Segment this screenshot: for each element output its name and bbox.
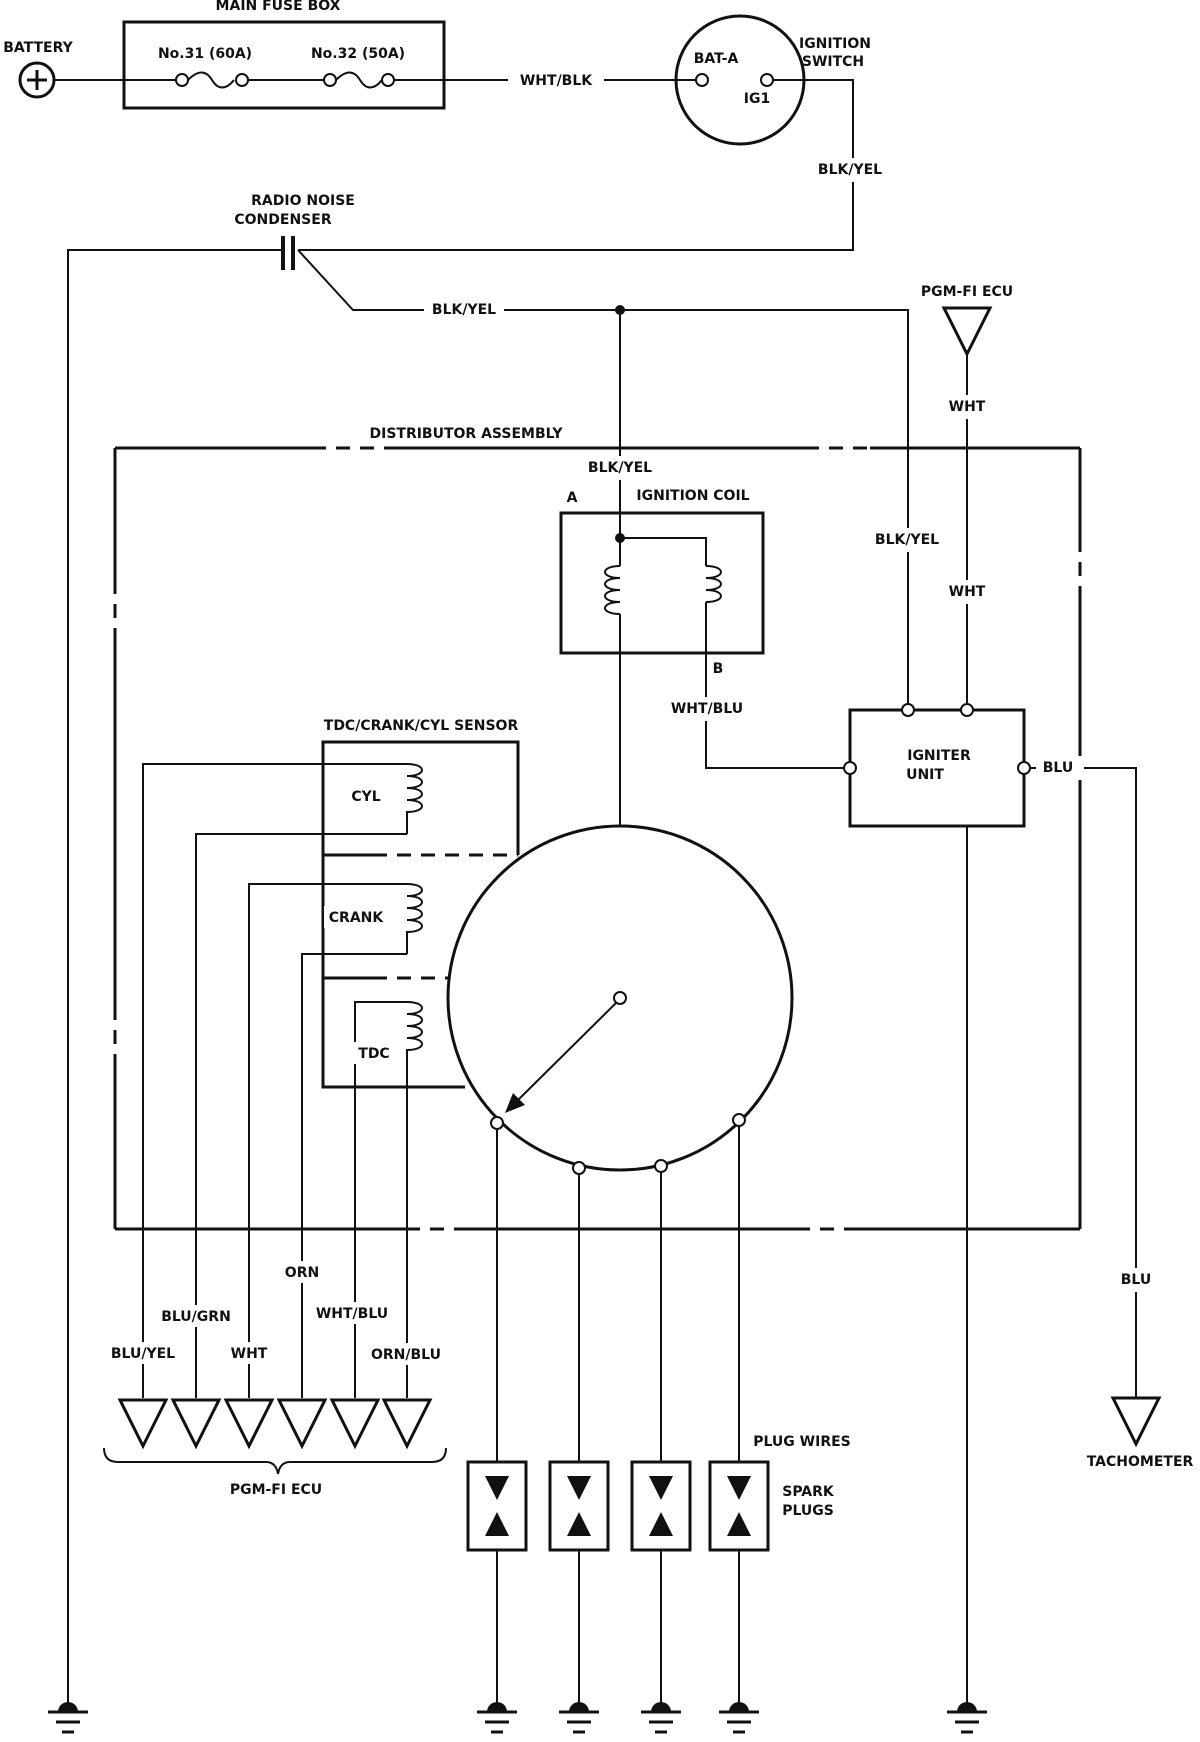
wire-label-blk-yel-coil: BLK/YEL [588,460,652,476]
spark-plugs-label-2: PLUGS [782,1503,834,1519]
wire-label-orn-blu: ORN/BLU [371,1347,441,1363]
wire-orn [301,953,407,1398]
battery-label: BATTERY [3,40,73,56]
radio-noise-label-2: CONDENSER [234,212,331,228]
pgm-fi-ecu-bottom-label: PGM-FI ECU [230,1482,322,1498]
battery-plus-icon [18,61,56,99]
wire-blu-tach [1030,767,1137,1398]
ground-icon [477,1702,517,1734]
ecu-connector-orn-icon [276,1398,328,1450]
pgm-fi-ecu-top-label: PGM-FI ECU [921,284,1013,300]
tachometer-connector-icon [1110,1396,1162,1448]
bat-a-terminal [695,73,709,87]
fuse-32-icon [323,71,395,89]
main-fuse-box [122,20,446,110]
radio-noise-label-1: RADIO NOISE [251,193,355,209]
wire-label-orn: ORN [285,1265,319,1281]
coil-terminal-a-label: A [567,490,578,506]
wire-label-blk-yel-switch: BLK/YEL [818,162,882,178]
cap-terminal-2 [572,1161,586,1175]
wire-label-wht-blu-sensor: WHT/BLU [316,1306,388,1322]
ignition-coil [559,511,765,655]
rotor-arm [513,1002,617,1105]
ignition-coil-label: IGNITION COIL [636,488,749,504]
ground-icon [719,1702,759,1734]
main-fuse-box-label: MAIN FUSE BOX [216,0,341,14]
wire-label-wht-top: WHT [949,399,986,415]
igniter-unit-label-1: IGNITER [907,748,971,764]
condenser-icon [281,236,295,270]
fuse-31-label: No.31 (60A) [158,46,252,62]
spark-plug-3 [630,1460,692,1552]
ecu-connector-wht-icon [223,1398,275,1450]
primary-winding-icon [604,565,621,615]
ig1-label: IG1 [744,91,770,107]
wire-wht-sensor [248,883,407,1398]
ecu-connector-blu-grn-icon [170,1398,222,1450]
igniter-unit-label-2: UNIT [906,767,944,783]
ground-icon [559,1702,599,1734]
ecu-connector-blu-yel-icon [117,1398,169,1450]
ground-icon [641,1702,681,1734]
ignition-switch-label-2: SWITCH [802,54,864,70]
cyl-pickup-coil-icon [406,763,423,834]
ecu-connector-wht-blu-icon [329,1398,381,1450]
spark-plug-4 [708,1460,770,1552]
wire-blk-yel-main [297,249,909,708]
fuse-32-label: No.32 (50A) [311,46,405,62]
wire-label-wht-sensor: WHT [231,1346,268,1362]
sensor-title-label: TDC/CRANK/CYL SENSOR [324,718,519,734]
coil-terminal-b-label: B [713,661,724,677]
ground-icon [947,1702,987,1734]
fuse-31-icon [175,71,249,89]
ignition-switch-label-1: IGNITION [799,36,871,52]
tdc-label: TDC [358,1046,389,1062]
wire-label-blk-yel-igniter: BLK/YEL [875,532,939,548]
ecu-top-connector-icon [941,306,993,358]
wire-label-blu-tach: BLU [1121,1272,1151,1288]
rotor-arrow-icon [505,1093,525,1113]
wire-label-wht-mid: WHT [949,584,986,600]
wire-label-blu-yel: BLU/YEL [111,1346,175,1362]
wire-wht-blu-sensor [354,1001,407,1398]
ig1-terminal [760,73,774,87]
wire-wht-blu-coil [705,653,850,769]
tachometer-label: TACHOMETER [1087,1454,1194,1470]
cyl-label: CYL [351,789,380,805]
wire-blu-grn [195,833,407,1398]
distributor-assembly-label: DISTRIBUTOR ASSEMBLY [369,426,563,442]
cap-terminal-4 [732,1113,746,1127]
ecu-connector-orn-blu-icon [381,1398,433,1450]
plug-wires-label: PLUG WIRES [753,1434,851,1450]
crank-pickup-coil-icon [406,883,423,954]
bat-a-label: BAT-A [694,51,739,67]
spark-plug-1 [466,1460,528,1552]
wire-label-blu-igniter: BLU [1043,760,1073,776]
wire-label-blk-yel-main: BLK/YEL [432,302,496,318]
crank-label: CRANK [329,910,385,926]
secondary-winding-icon [705,565,722,603]
ground-icon [48,1702,88,1734]
tdc-crank-cyl-sensor [321,740,520,1089]
condenser-ground-wire [67,249,283,1712]
spark-plug-2 [548,1460,610,1552]
tdc-pickup-coil-icon [406,1001,423,1056]
wire-blu-yel [142,763,407,1398]
cap-terminal-3 [654,1159,668,1173]
cap-terminal-1 [490,1116,504,1130]
wire-label-wht-blk: WHT/BLK [520,73,593,89]
wire-label-blu-grn: BLU/GRN [161,1309,231,1325]
wire-label-wht-blu-coil: WHT/BLU [671,701,743,717]
ecu-brace [103,1447,447,1475]
distributor-assembly-outline [113,446,1082,1231]
spark-plugs-label-1: SPARK [782,1484,835,1500]
rotor-center [613,991,627,1005]
